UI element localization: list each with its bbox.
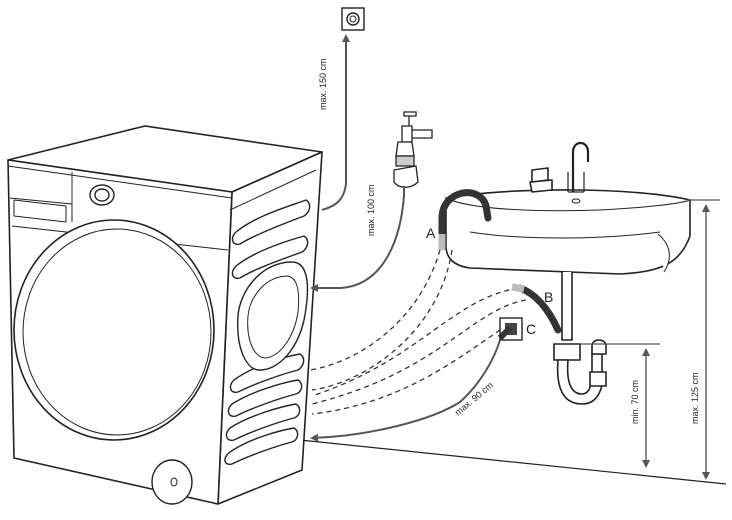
back-panel-cover	[237, 261, 309, 371]
filter-cap	[151, 459, 193, 505]
label-a: A	[426, 225, 436, 241]
water-tap-icon	[393, 111, 433, 188]
label-c: C	[526, 321, 536, 337]
label-b: B	[544, 289, 553, 305]
label-min-70: min. 70 cm	[630, 380, 640, 424]
inlet-hose-outlet	[321, 34, 350, 211]
hose-hook-a	[438, 189, 492, 250]
sink-drain-pipe	[553, 272, 607, 405]
hose-entry-c	[497, 325, 513, 341]
label-max-125: max. 125 cm	[690, 372, 700, 424]
label-max-150: max. 150 cm	[318, 58, 328, 110]
control-knob	[89, 184, 115, 206]
wall-outlet	[341, 7, 365, 31]
label-max-90: max. 90 cm	[453, 380, 495, 418]
machine-door	[13, 219, 215, 441]
dimension-min-70	[580, 343, 660, 468]
dashed-hose-routes	[309, 249, 527, 415]
inlet-hose-tap	[310, 186, 405, 292]
label-max-100: max. 100 cm	[366, 184, 376, 236]
wash-basin	[445, 141, 691, 275]
drain-hose-floor	[310, 339, 501, 442]
hose-connection-b	[511, 283, 562, 334]
dimension-max-125	[688, 199, 720, 480]
